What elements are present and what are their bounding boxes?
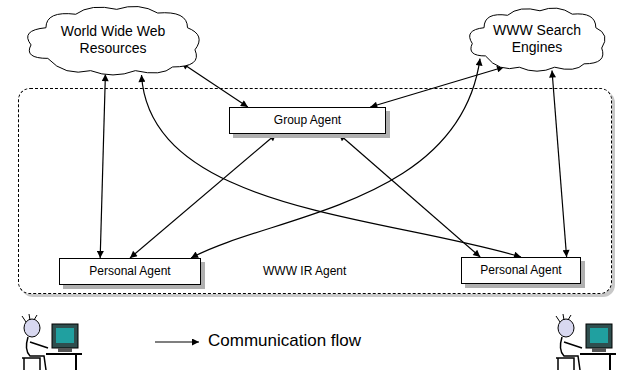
resource-cloud: World Wide Web Resources (18, 2, 208, 78)
search-engine-cloud: WWW Search Engines (462, 4, 612, 74)
agent-box: Personal Agent (59, 258, 201, 285)
node-label: Personal Agent (470, 263, 572, 278)
legend-arrow-sample (155, 341, 199, 342)
legend-label: Communication flow (208, 331, 361, 351)
user-at-computer-icon (556, 314, 616, 370)
communication-arrow (100, 74, 105, 258)
communication-arrow (552, 71, 567, 258)
communication-arrow (181, 63, 247, 107)
node-label: Personal Agent (68, 264, 192, 279)
agent-box: Group Agent (229, 107, 386, 134)
communication-arrow (130, 134, 276, 258)
communication-arrow (339, 134, 480, 257)
node-label: Group Agent (238, 113, 377, 128)
node-label: WWW Search Engines (487, 22, 587, 56)
node-label: World Wide Web Resources (57, 23, 169, 57)
user-at-computer-icon (22, 314, 82, 370)
communication-arrow (370, 67, 504, 107)
agent-box: Personal Agent (461, 257, 581, 284)
communication-arrow (142, 75, 522, 257)
agent-region: WWW IR Agent Group AgentPersonal Agent Per… (18, 88, 612, 294)
region-label: WWW IR Agent (263, 264, 346, 278)
